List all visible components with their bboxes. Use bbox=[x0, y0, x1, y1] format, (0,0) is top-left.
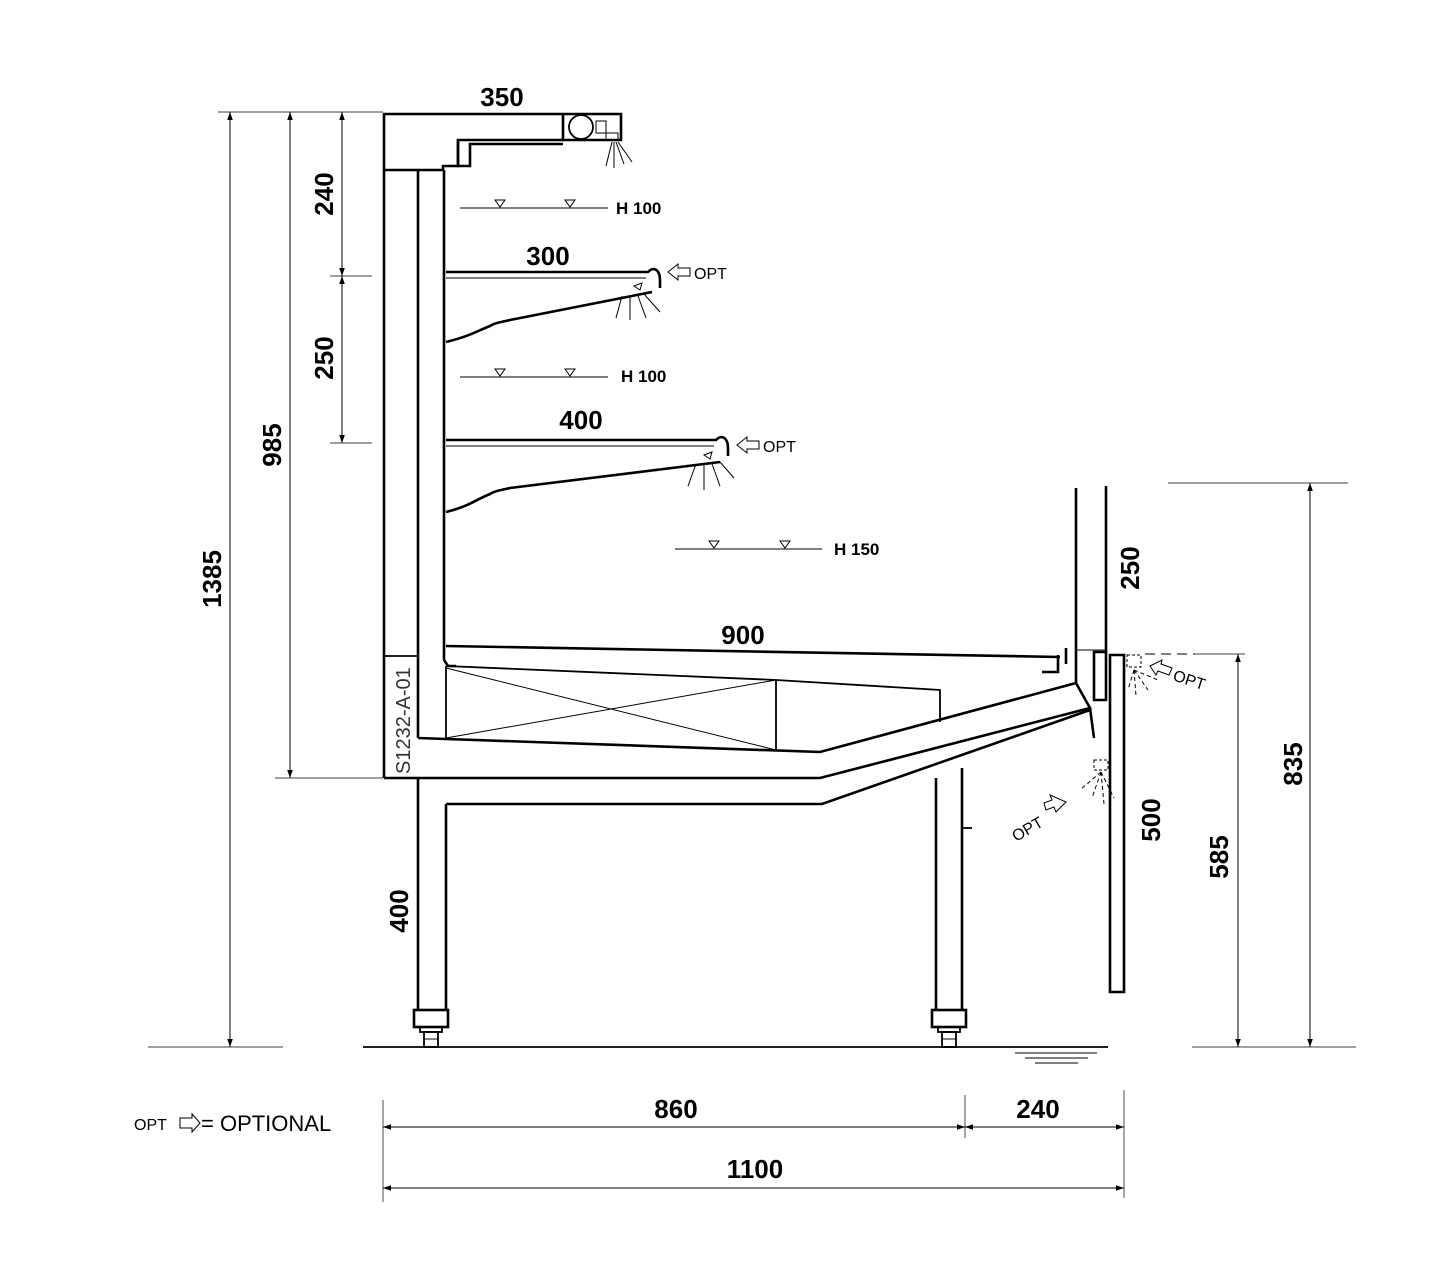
leg-foot-left bbox=[412, 1008, 450, 1048]
opt-label-under: OPT bbox=[1010, 814, 1047, 845]
opt-labels: OPT OPT OPT OPT bbox=[694, 266, 1208, 845]
dim-front-glass: 250 bbox=[1115, 546, 1145, 589]
level-label-3: H 150 bbox=[834, 540, 879, 559]
level-label-1: H 100 bbox=[616, 199, 661, 218]
dim-well-width: 900 bbox=[721, 620, 764, 650]
opt-arrow-icon bbox=[1043, 794, 1067, 813]
optional-arrows bbox=[667, 262, 1173, 813]
legend: OPT = OPTIONAL bbox=[134, 1111, 331, 1136]
dim-985: 985 bbox=[257, 423, 287, 466]
dim-shelf1-width: 300 bbox=[526, 241, 569, 271]
dim-width-860: 860 bbox=[654, 1094, 697, 1124]
dim-base-height: 400 bbox=[384, 889, 414, 932]
drawing-code: S1232-A-01 bbox=[393, 667, 415, 774]
dim-shelf-gap: 250 bbox=[309, 336, 339, 379]
dim-width-240: 240 bbox=[1016, 1094, 1059, 1124]
dimension-labels: 350 300 400 900 240 250 985 1385 400 250… bbox=[197, 82, 1308, 1184]
load-level-markers bbox=[460, 199, 822, 550]
dim-top-width: 350 bbox=[480, 82, 523, 112]
opt-arrow-icon bbox=[736, 435, 760, 455]
cabinet-outline bbox=[382, 112, 1195, 1048]
level-label-2: H 100 bbox=[621, 367, 666, 386]
dim-total-height: 1385 bbox=[197, 550, 227, 608]
legend-optional: = OPTIONAL bbox=[201, 1111, 331, 1136]
dim-shelf2-width: 400 bbox=[559, 405, 602, 435]
dim-585: 585 bbox=[1204, 835, 1234, 878]
dimension-lines bbox=[148, 111, 1356, 1202]
opt-label-front: OPT bbox=[1171, 668, 1208, 694]
opt-label-shelf2: OPT bbox=[763, 439, 796, 456]
level-labels: H 100 H 100 H 150 bbox=[616, 199, 879, 559]
opt-arrow-icon bbox=[1149, 659, 1173, 676]
legend-opt: OPT bbox=[134, 1117, 167, 1134]
dim-top-height: 240 bbox=[309, 172, 339, 215]
opt-arrow-icon bbox=[667, 262, 691, 282]
floor-line bbox=[363, 1046, 1108, 1064]
leg-foot-right bbox=[930, 1008, 968, 1048]
dim-width-total: 1100 bbox=[727, 1154, 783, 1184]
dim-835: 835 bbox=[1278, 742, 1308, 785]
opt-label-shelf1: OPT bbox=[694, 266, 727, 283]
dim-front-panel: 500 bbox=[1136, 798, 1166, 841]
opt-arrow-icon bbox=[179, 1112, 201, 1134]
